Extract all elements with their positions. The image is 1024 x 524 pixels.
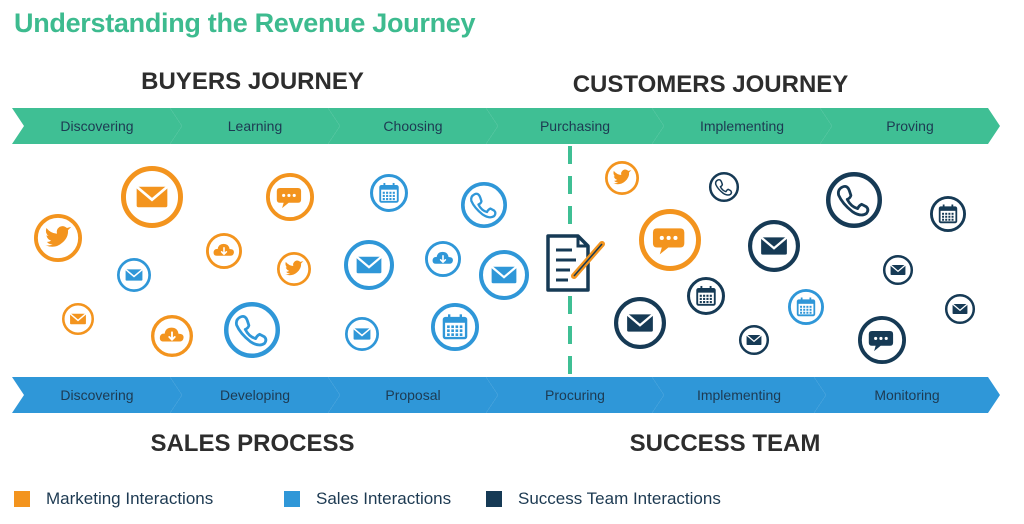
- chat-icon: [858, 316, 906, 364]
- contract-document-icon: [544, 228, 605, 296]
- calendar-icon: [930, 196, 966, 232]
- journey-stage-label: Purchasing: [539, 118, 611, 134]
- cloud-icon: [425, 241, 461, 277]
- mail-icon: [882, 254, 914, 286]
- journey-stage-label: Learning: [227, 118, 283, 134]
- buyers-journey-heading: BUYERS JOURNEY: [141, 68, 364, 95]
- journey-stage-band: Discovering Learning Choosing Purchasing…: [0, 108, 1024, 144]
- twitter-icon: [34, 214, 82, 262]
- calendar-icon: [431, 303, 479, 351]
- legend-item-marketing: Marketing Interactions: [14, 489, 213, 509]
- chat-icon: [638, 208, 702, 272]
- sales-stage: Developing: [170, 377, 340, 413]
- mail-icon: [61, 302, 95, 336]
- journey-stage: Discovering: [12, 108, 182, 144]
- journey-stage: Implementing: [652, 108, 832, 144]
- journey-stage-label: Proving: [886, 118, 934, 134]
- mail-icon: [344, 240, 394, 290]
- sales-stage-band: Discovering Developing Proposal Procurin…: [0, 377, 1024, 413]
- mail-icon: [120, 165, 184, 229]
- chat-icon: [266, 173, 314, 221]
- sales-stage-label: Proposal: [385, 387, 441, 403]
- mail-icon: [116, 257, 152, 293]
- journey-stage: Choosing: [328, 108, 498, 144]
- sales-stage-label: Monitoring: [874, 387, 940, 403]
- mail-icon: [738, 324, 770, 356]
- mail-icon: [344, 316, 380, 352]
- cloud-icon: [151, 315, 193, 357]
- legend-label: Marketing Interactions: [46, 489, 214, 508]
- sales-stage: Implementing: [652, 377, 826, 413]
- sales-stage-label: Implementing: [696, 387, 782, 403]
- calendar-icon: [687, 277, 725, 315]
- sales-stage: Monitoring: [814, 377, 1000, 413]
- sales-stage-label: Procuring: [545, 387, 605, 403]
- mail-icon: [944, 293, 976, 325]
- legend-item-sales: Sales Interactions: [284, 489, 451, 509]
- phone-icon: [825, 171, 883, 229]
- legend-item-success: Success Team Interactions: [486, 489, 721, 509]
- journey-stage-label: Discovering: [60, 118, 134, 134]
- sales-stage: Discovering: [12, 377, 182, 413]
- journey-stage-label: Choosing: [383, 118, 443, 134]
- legend-label: Sales Interactions: [316, 489, 452, 508]
- journey-stage-label: Implementing: [699, 118, 785, 134]
- calendar-icon: [788, 289, 824, 325]
- page-title: Understanding the Revenue Journey: [14, 8, 476, 38]
- sales-stage-label: Discovering: [60, 387, 134, 403]
- sales-stage: Proposal: [328, 377, 498, 413]
- journey-stage: Learning: [170, 108, 340, 144]
- twitter-icon: [276, 251, 312, 287]
- twitter-icon: [604, 160, 640, 196]
- legend-swatch: [14, 491, 30, 507]
- mail-icon: [479, 250, 529, 300]
- sales-stage: Procuring: [486, 377, 664, 413]
- journey-stage: Proving: [820, 108, 1000, 144]
- legend-label: Success Team Interactions: [518, 489, 721, 508]
- calendar-icon: [370, 174, 408, 212]
- legend-swatch: [284, 491, 300, 507]
- success-team-heading: SUCCESS TEAM: [629, 430, 821, 457]
- phone-icon: [708, 171, 740, 203]
- mail-icon: [613, 296, 667, 350]
- phone-icon: [461, 182, 507, 228]
- cloud-icon: [206, 233, 242, 269]
- sales-process-heading: SALES PROCESS: [150, 430, 355, 457]
- sales-stage-label: Developing: [219, 387, 291, 403]
- customers-journey-heading: CUSTOMERS JOURNEY: [572, 71, 849, 98]
- mail-icon: [747, 219, 801, 273]
- journey-stage: Purchasing: [486, 108, 664, 144]
- phone-icon: [223, 301, 281, 359]
- legend-swatch: [486, 491, 502, 507]
